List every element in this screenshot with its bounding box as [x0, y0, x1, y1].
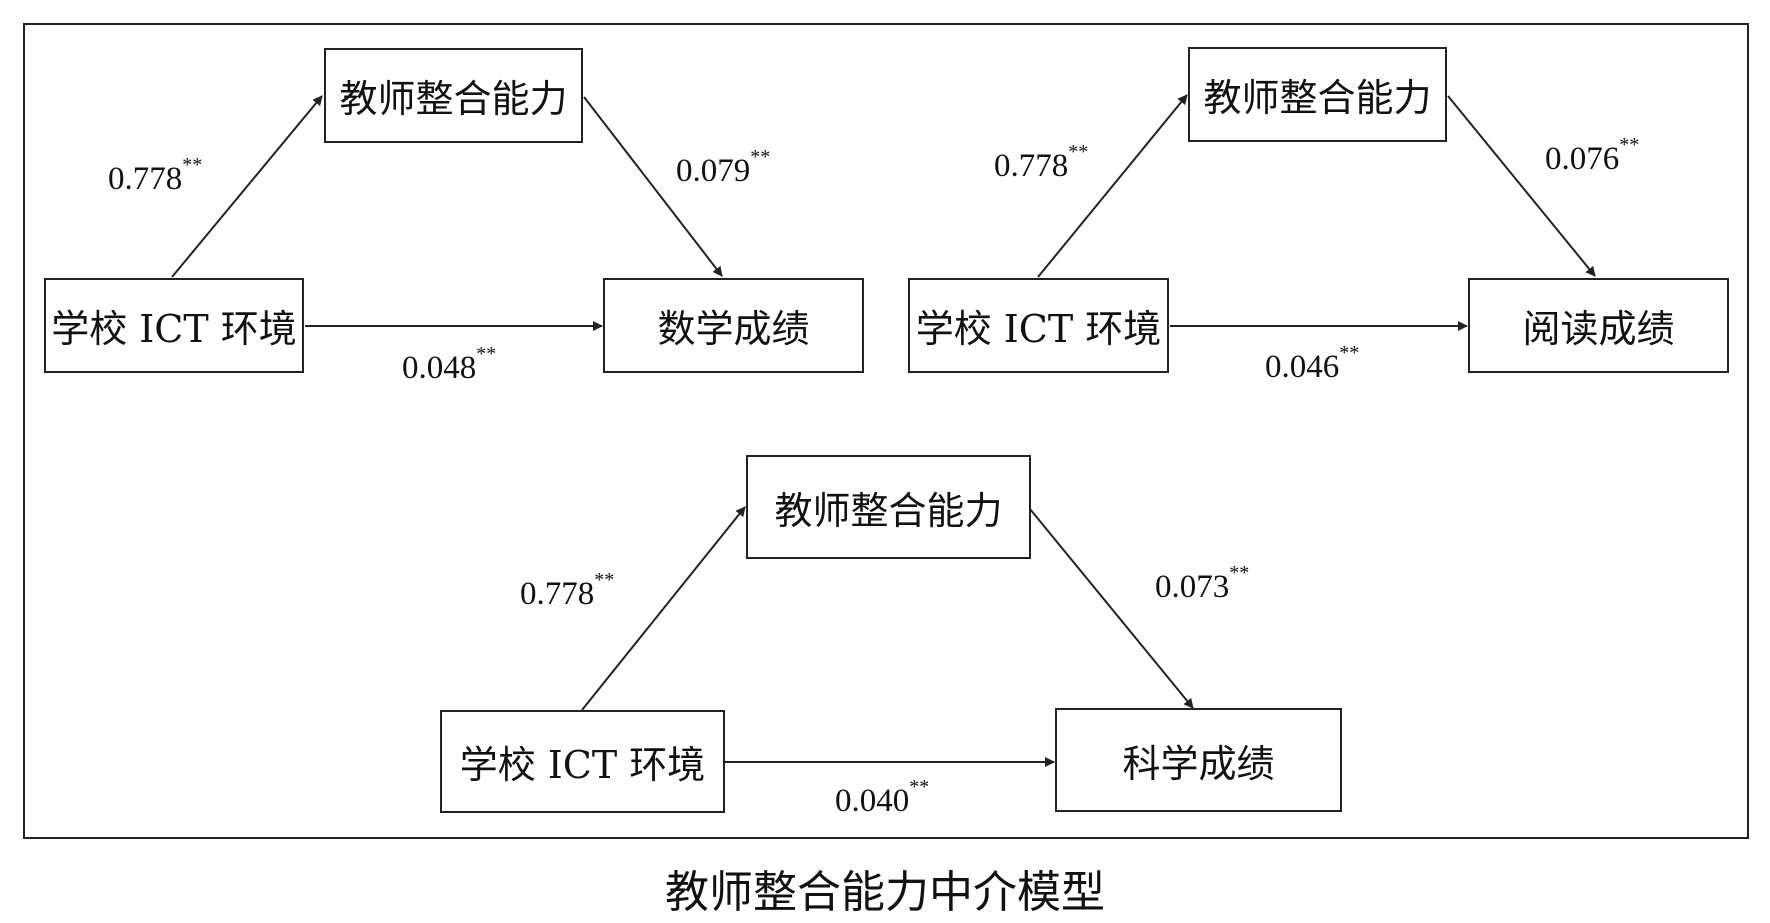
model3-a-coef: 0.778**	[520, 569, 615, 612]
model1-a-coef: 0.778**	[108, 154, 203, 197]
model2-mediator-box: 教师整合能力	[1188, 47, 1447, 142]
model1-mediator-box: 教师整合能力	[324, 48, 583, 143]
model3-outcome-box: 科学成绩	[1055, 708, 1342, 812]
model2-c-coef: 0.046**	[1265, 342, 1360, 385]
model2-outcome-box: 阅读成绩	[1468, 278, 1729, 373]
model2-b-coef: 0.076**	[1545, 134, 1640, 177]
model2-predictor-box: 学校 ICT 环境	[908, 278, 1169, 373]
figure-caption: 教师整合能力中介模型	[665, 867, 1105, 918]
model1-outcome-box: 数学成绩	[603, 278, 864, 373]
model1-b-coef: 0.079**	[676, 146, 771, 189]
model1-b-arrow	[583, 96, 723, 277]
model2-b-arrow	[1447, 95, 1596, 277]
diagram-frame	[23, 23, 1749, 839]
model2-a-coef: 0.778**	[994, 141, 1089, 184]
model1-c-coef: 0.048**	[402, 343, 497, 386]
model3-mediator-box: 教师整合能力	[746, 455, 1031, 559]
model3-a-arrow	[581, 506, 746, 711]
model3-c-coef: 0.040**	[835, 776, 930, 819]
model3-predictor-box: 学校 ICT 环境	[440, 710, 725, 813]
model3-b-arrow	[1029, 508, 1194, 709]
model1-predictor-box: 学校 ICT 环境	[44, 278, 304, 373]
model3-b-coef: 0.073**	[1155, 562, 1250, 605]
model2-a-arrow	[1037, 94, 1188, 278]
model1-a-arrow	[171, 95, 323, 278]
